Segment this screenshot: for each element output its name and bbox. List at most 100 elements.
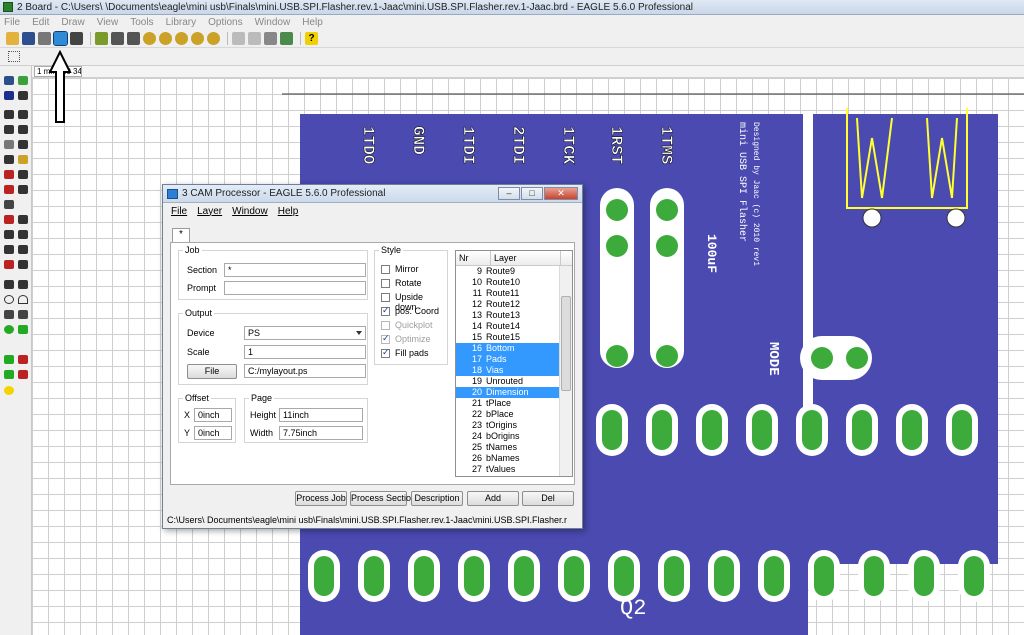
split-icon[interactable]: [4, 230, 14, 239]
group-icon[interactable]: [4, 140, 14, 149]
minimize-button[interactable]: –: [498, 187, 520, 200]
via-icon[interactable]: [4, 325, 14, 334]
offset-y-field[interactable]: 0inch: [194, 426, 232, 440]
menu-help[interactable]: Help: [302, 17, 323, 28]
move-icon[interactable]: [4, 110, 14, 119]
auto-icon[interactable]: [18, 355, 28, 364]
ratsnest-icon[interactable]: [4, 355, 14, 364]
offset-x-field[interactable]: 0inch: [194, 408, 232, 422]
signal-icon[interactable]: [4, 260, 14, 269]
lock-icon[interactable]: [18, 185, 28, 194]
process-section-button[interactable]: Process Section: [350, 491, 416, 506]
delete-icon[interactable]: [4, 170, 14, 179]
redo-icon[interactable]: [248, 32, 261, 45]
switch-to-schematic-icon[interactable]: [70, 32, 83, 45]
menu-file[interactable]: File: [4, 17, 21, 28]
undo-icon[interactable]: [232, 32, 245, 45]
erc-icon[interactable]: [4, 370, 14, 379]
style-checkbox-fill-pads[interactable]: [381, 347, 390, 358]
stop-icon[interactable]: [264, 32, 277, 45]
maximize-button[interactable]: □: [521, 187, 543, 200]
print-icon[interactable]: [38, 32, 51, 45]
menu-tools[interactable]: Tools: [130, 17, 154, 28]
file-button[interactable]: File: [187, 364, 237, 379]
menu-window[interactable]: Window: [254, 17, 291, 28]
help-icon[interactable]: ?: [305, 32, 318, 45]
add-icon[interactable]: [18, 170, 28, 179]
style-checkbox-upside-down[interactable]: [381, 293, 390, 302]
page-width-field[interactable]: 7.75inch: [279, 426, 363, 440]
copy-icon[interactable]: [18, 110, 28, 119]
go-icon[interactable]: [280, 32, 293, 45]
script-icon[interactable]: [111, 32, 124, 45]
close-button[interactable]: ✕: [544, 187, 578, 200]
save-icon[interactable]: [22, 32, 35, 45]
add-button[interactable]: Add: [467, 491, 519, 506]
mirror-icon[interactable]: [4, 125, 14, 134]
drc-icon[interactable]: [18, 370, 28, 379]
section-field[interactable]: *: [224, 263, 366, 277]
info-icon[interactable]: [4, 76, 14, 85]
zoom-area-icon[interactable]: [207, 32, 220, 45]
menu-view[interactable]: View: [96, 17, 119, 28]
errors-icon[interactable]: [4, 386, 14, 395]
device-select[interactable]: PS: [244, 326, 366, 340]
rect-icon[interactable]: [4, 310, 14, 319]
value-icon[interactable]: [18, 215, 28, 224]
del-button[interactable]: Del: [522, 491, 574, 506]
circle-icon[interactable]: [4, 295, 14, 304]
ulp-icon[interactable]: [127, 32, 140, 45]
process-job-button[interactable]: Process Job: [295, 491, 347, 506]
zoom-out-icon[interactable]: [175, 32, 188, 45]
grid-icon[interactable]: [8, 51, 20, 62]
zoom-fit-icon[interactable]: [143, 32, 156, 45]
smash-icon[interactable]: [4, 200, 14, 209]
description-button[interactable]: Description: [411, 491, 463, 506]
tab-section[interactable]: *: [172, 228, 190, 243]
layer-col-name[interactable]: Layer: [490, 251, 560, 266]
layer-scrollbar[interactable]: [559, 266, 572, 476]
open-icon[interactable]: [6, 32, 19, 45]
layer-scroll-thumb[interactable]: [561, 296, 571, 391]
cam-menu-window[interactable]: Window: [232, 205, 268, 217]
cam-menu-help[interactable]: Help: [277, 205, 299, 217]
zoom-in-icon[interactable]: [159, 32, 172, 45]
polygon-icon[interactable]: [18, 310, 28, 319]
line-icon[interactable]: [4, 280, 14, 289]
display-icon[interactable]: [4, 91, 14, 100]
optimize-icon[interactable]: [18, 230, 28, 239]
replace-icon[interactable]: [4, 185, 14, 194]
route-icon[interactable]: [4, 245, 14, 254]
scale-field[interactable]: 1: [244, 345, 366, 359]
menu-edit[interactable]: Edit: [32, 17, 50, 28]
rotate-icon[interactable]: [18, 125, 28, 134]
ripup-icon[interactable]: [18, 245, 28, 254]
menu-options[interactable]: Options: [208, 17, 243, 28]
style-checkbox-pos-coord[interactable]: [381, 305, 390, 316]
show-icon[interactable]: [18, 76, 28, 85]
cam-menu-layer[interactable]: Layer: [197, 205, 223, 217]
use-library-icon[interactable]: [95, 32, 108, 45]
text-icon[interactable]: [18, 280, 28, 289]
arc-icon[interactable]: [18, 295, 28, 304]
style-checkbox-mirror[interactable]: [381, 265, 390, 274]
menu-library[interactable]: Library: [165, 17, 197, 28]
